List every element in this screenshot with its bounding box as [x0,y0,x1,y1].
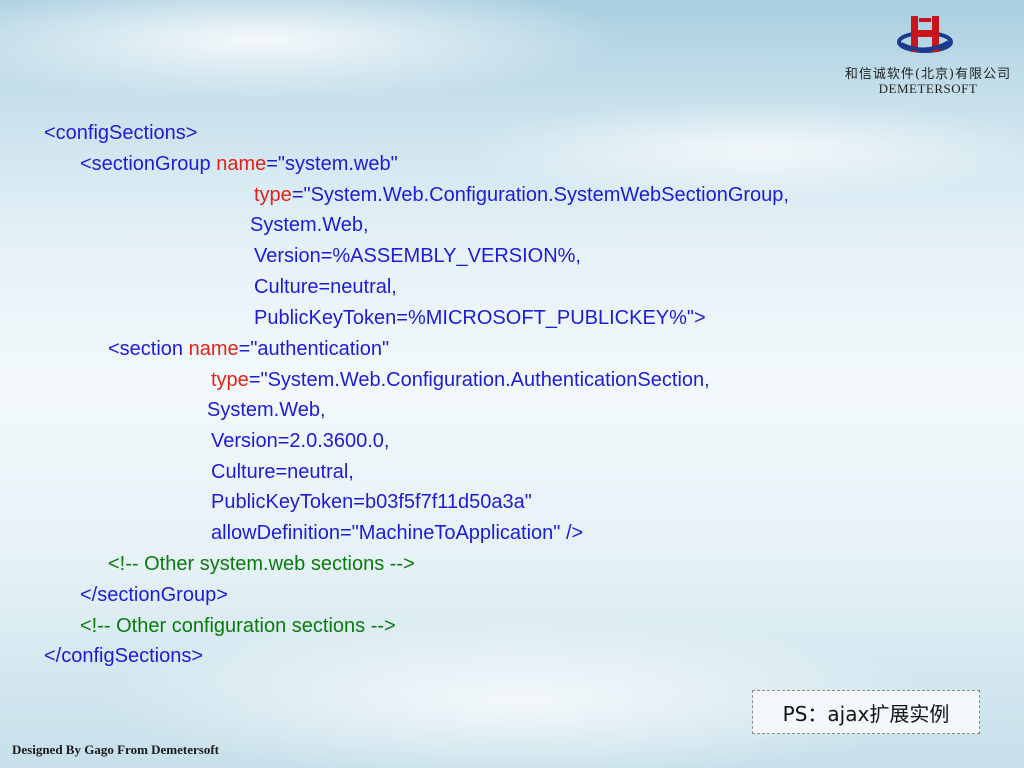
code-line: System.Web, [207,399,326,421]
code-attribute: name [216,153,267,175]
code-line: Culture=neutral, [254,276,397,298]
code-line: <configSections> [44,122,198,144]
code-line: </configSections> [44,645,203,667]
code-line: <section name="authentication" [108,337,389,361]
code-value: ="authentication" [238,338,390,360]
code-line: allowDefinition="MachineToApplication" /… [211,522,584,544]
company-name-cn: 和信诚软件(北京)有限公司 [844,67,1012,82]
code-line: PublicKeyToken=b03f5f7f11d50a3a" [211,491,532,513]
code-comment: <!-- Other configuration sections --> [80,615,396,637]
code-line: System.Web, [250,214,369,236]
footer-credit: Designed By Gago From Demetersoft [12,742,219,757]
company-name-en: DEMETERSOFT [878,81,978,96]
code-line: type="System.Web.Configuration.Authentic… [211,368,710,392]
code-line: <sectionGroup name="system.web" [80,152,398,176]
code-value: ="System.Web.Configuration.Authenticatio… [248,369,710,391]
hexin-logo-icon [897,16,953,53]
code-line: type="System.Web.Configuration.SystemWeb… [254,183,789,207]
code-line: Culture=neutral, [211,461,354,483]
code-tag: <sectionGroup [80,153,217,175]
code-comment: <!-- Other system.web sections --> [108,553,415,575]
code-attribute: name [188,338,239,360]
code-value: ="system.web" [266,153,398,175]
code-line: Version=%ASSEMBLY_VERSION%, [254,245,581,267]
code-attribute: type [211,369,249,391]
code-line: </sectionGroup> [80,584,228,606]
code-line: Version=2.0.3600.0, [211,430,390,452]
code-value: ="System.Web.Configuration.SystemWebSect… [291,184,789,206]
code-line: PublicKeyToken=%MICROSOFT_PUBLICKEY%"> [254,307,706,329]
code-tag: <section [108,338,189,360]
ps-note-box: PS：ajax扩展实例 [752,690,980,734]
code-attribute: type [254,184,292,206]
